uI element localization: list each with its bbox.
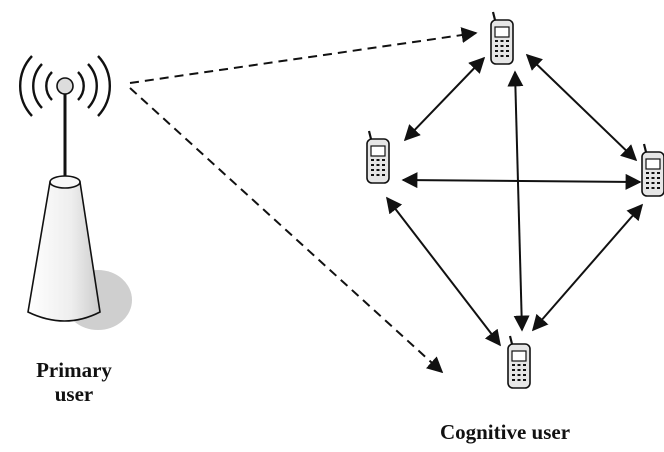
link-top-left <box>403 56 486 142</box>
link-left-right <box>401 172 642 190</box>
link-top-bottom <box>507 70 530 332</box>
link-top-right <box>525 53 638 162</box>
radio-waves-icon <box>18 55 112 117</box>
cognitive-user-label: Cognitive user <box>439 420 571 444</box>
link-left-bottom <box>386 196 501 347</box>
mobile-phone-icon <box>640 142 664 198</box>
dashed-link-top <box>129 27 478 84</box>
dashed-link-bottom <box>129 87 444 374</box>
mobile-phone-icon <box>365 129 391 185</box>
primary-user-label: Primary user <box>14 358 134 406</box>
primary-user-label-line1: Primary <box>36 358 112 382</box>
antenna-tower-icon <box>18 55 132 330</box>
mobile-phone-icon <box>489 10 515 66</box>
link-right-bottom <box>531 203 644 332</box>
mobile-phone-icon <box>506 334 532 390</box>
primary-interference-links <box>129 27 478 374</box>
tower-body <box>27 181 101 322</box>
antenna-ball <box>56 77 74 95</box>
primary-user-label-line2: user <box>54 382 94 406</box>
tower-top <box>49 175 81 189</box>
cognitive-links <box>386 53 644 347</box>
